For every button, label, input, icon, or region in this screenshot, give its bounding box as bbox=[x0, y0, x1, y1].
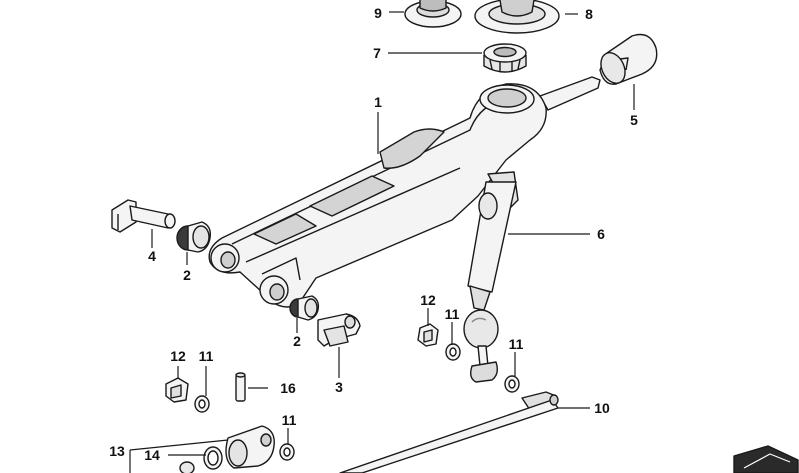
label-part-14: 14 bbox=[144, 447, 160, 463]
part-2-bushing-lower bbox=[289, 295, 320, 321]
part-11-washer-right-upper-hole bbox=[449, 347, 457, 357]
part-2-bushing-upper bbox=[176, 221, 212, 253]
part-8-cover bbox=[474, 0, 560, 34]
label-part-12-right: 12 bbox=[420, 292, 436, 308]
label-part-11-left: 11 bbox=[198, 348, 214, 364]
label-part-6: 6 bbox=[597, 226, 605, 242]
label-part-1: 1 bbox=[374, 94, 382, 110]
label-part-10: 10 bbox=[594, 400, 610, 416]
part-7-bearing bbox=[483, 43, 527, 73]
label-part-11-right-upper: 11 bbox=[444, 306, 460, 322]
label-part-16: 16 bbox=[280, 380, 296, 396]
label-part-12-left: 12 bbox=[170, 348, 186, 364]
part-6-lever bbox=[463, 171, 519, 383]
label-part-7: 7 bbox=[373, 45, 381, 61]
part-4-bolt bbox=[111, 199, 176, 233]
part-12-clip-left bbox=[165, 377, 189, 403]
part-12-clip-right bbox=[417, 323, 439, 347]
label-part-3: 3 bbox=[335, 379, 343, 395]
part-16-pin bbox=[235, 372, 246, 402]
part-11-washer-bottom-hole bbox=[283, 447, 291, 457]
label-part-4: 4 bbox=[148, 248, 156, 264]
label-part-13: 13 bbox=[109, 443, 125, 459]
part-9-bushing bbox=[404, 0, 462, 28]
part-10-shift-rod bbox=[339, 391, 559, 473]
part-11-washer-left-hole bbox=[198, 399, 206, 409]
part-3-bracket bbox=[317, 313, 361, 347]
part-11-washer-right-lower-hole bbox=[508, 379, 516, 389]
label-part-11-right-lower: 11 bbox=[508, 336, 524, 352]
label-part-8: 8 bbox=[585, 6, 593, 22]
label-part-2-upper: 2 bbox=[183, 267, 191, 283]
part-14-ring bbox=[179, 446, 223, 473]
part-13-joint bbox=[225, 425, 275, 469]
part-1-carrier bbox=[208, 76, 601, 308]
label-part-11-bottom: 11 bbox=[281, 412, 297, 428]
part-5-sleeve bbox=[599, 33, 658, 85]
label-part-2-lower: 2 bbox=[293, 333, 301, 349]
label-part-9: 9 bbox=[374, 5, 382, 21]
leader-lines bbox=[129, 11, 635, 473]
arrow-symbol-icon bbox=[733, 445, 799, 473]
label-part-5: 5 bbox=[630, 112, 638, 128]
